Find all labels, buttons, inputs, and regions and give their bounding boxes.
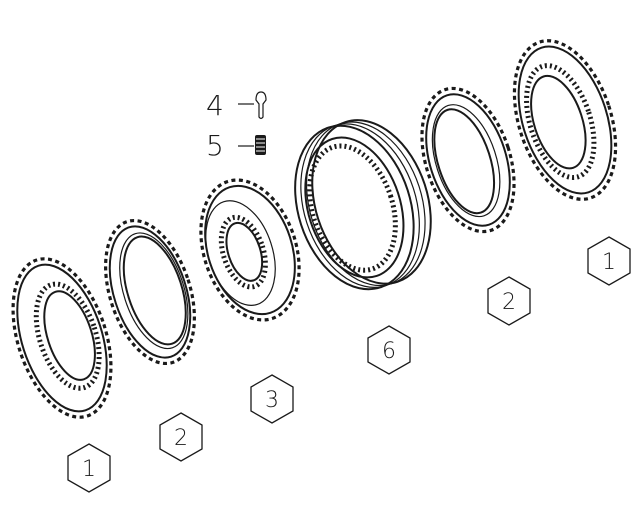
spring-icon bbox=[255, 135, 266, 155]
svg-text:2: 2 bbox=[502, 290, 516, 315]
pin-icon bbox=[255, 91, 267, 120]
callout-1-left: 1 bbox=[67, 443, 111, 493]
part-3-synchro-hub bbox=[199, 178, 301, 322]
callout-3: 3 bbox=[250, 374, 294, 424]
part-2-synchro-ring-right bbox=[420, 86, 516, 234]
callout-6: 6 bbox=[367, 325, 411, 375]
legend-item-5: 5 bbox=[206, 129, 266, 162]
legend-item-4: 4 bbox=[206, 89, 267, 122]
svg-text:6: 6 bbox=[382, 339, 396, 364]
svg-text:2: 2 bbox=[174, 426, 188, 451]
callout-2-left: 2 bbox=[159, 412, 203, 462]
legend-number-5: 5 bbox=[206, 129, 224, 162]
svg-text:1: 1 bbox=[602, 250, 616, 275]
callout-1-right: 1 bbox=[587, 236, 631, 286]
callout-2-right: 2 bbox=[487, 276, 531, 326]
part-1-gear-ring-left bbox=[11, 257, 113, 419]
svg-text:1: 1 bbox=[82, 457, 96, 482]
part-1-gear-ring-right bbox=[512, 39, 618, 201]
part-6-sliding-sleeve bbox=[294, 119, 432, 291]
legend: 4 5 bbox=[206, 89, 267, 162]
svg-text:3: 3 bbox=[265, 388, 279, 413]
legend-number-4: 4 bbox=[206, 89, 224, 122]
part-2-synchro-ring-left bbox=[104, 218, 196, 366]
